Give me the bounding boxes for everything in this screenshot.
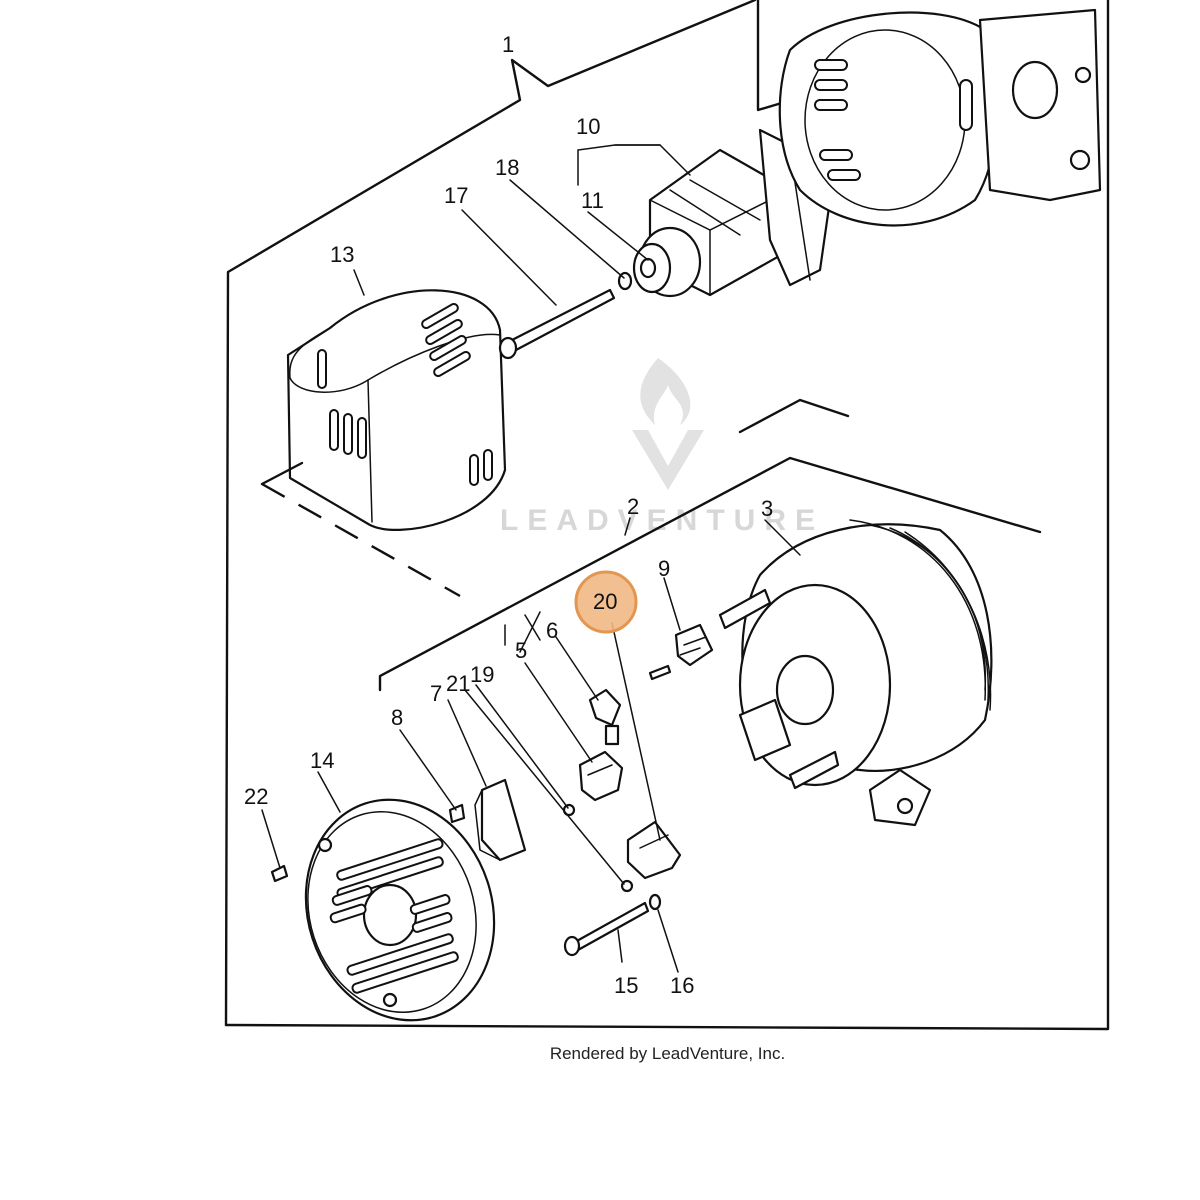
callout-19[interactable]: 19 bbox=[470, 662, 494, 687]
part-9-terminal-block bbox=[648, 623, 714, 681]
callout-13[interactable]: 13 bbox=[330, 242, 354, 267]
part-5-brush-holder bbox=[578, 750, 624, 802]
part-8-screw bbox=[448, 803, 466, 824]
callout-3[interactable]: 3 bbox=[761, 496, 773, 521]
footer-credit: Rendered by LeadVenture, Inc. bbox=[549, 1044, 786, 1063]
part-13-cover-band bbox=[286, 289, 507, 531]
callout-2[interactable]: 2 bbox=[627, 494, 639, 519]
callout-21[interactable]: 21 bbox=[446, 671, 470, 696]
part-6-brush bbox=[588, 688, 622, 746]
part-3-stator-housing bbox=[718, 519, 993, 827]
part-15-bolt bbox=[563, 901, 650, 957]
part-7-rectifier bbox=[474, 778, 527, 862]
callout-22[interactable]: 22 bbox=[244, 784, 268, 809]
callout-labels: 1 2 3 5 6 7 8 9 10 11 13 14 15 16 17 18 … bbox=[244, 32, 773, 998]
watermark: LEADVENTURE bbox=[500, 358, 824, 537]
callout-20[interactable]: 20 bbox=[593, 589, 617, 614]
part-17-through-bolt bbox=[498, 288, 616, 360]
vent-slots-13 bbox=[317, 303, 493, 486]
callout-10[interactable]: 10 bbox=[576, 114, 600, 139]
diagram-frame bbox=[224, 0, 1110, 1031]
callout-5[interactable]: 5 bbox=[515, 638, 527, 663]
callout-11[interactable]: 11 bbox=[581, 188, 604, 213]
callout-1[interactable]: 1 bbox=[502, 32, 514, 57]
part-16-washer bbox=[648, 893, 662, 911]
watermark-text: LEADVENTURE bbox=[500, 504, 824, 537]
callout-7[interactable]: 7 bbox=[430, 681, 442, 706]
upper-end-housing bbox=[778, 8, 1102, 227]
callout-18[interactable]: 18 bbox=[495, 155, 519, 180]
part-11-pulley bbox=[632, 226, 702, 298]
highlight-marker-20[interactable] bbox=[574, 570, 638, 634]
part-2-assembly-lines bbox=[260, 398, 1042, 692]
callout-16[interactable]: 16 bbox=[670, 973, 694, 998]
callout-15[interactable]: 15 bbox=[614, 973, 638, 998]
part-20-component bbox=[626, 820, 682, 880]
callout-6[interactable]: 6 bbox=[546, 618, 558, 643]
callout-14[interactable]: 14 bbox=[310, 748, 334, 773]
leader-lines bbox=[261, 144, 801, 973]
part-14-end-cover bbox=[304, 798, 496, 1022]
callout-9[interactable]: 9 bbox=[658, 556, 670, 581]
callout-8[interactable]: 8 bbox=[391, 705, 403, 730]
callout-17[interactable]: 17 bbox=[444, 183, 468, 208]
